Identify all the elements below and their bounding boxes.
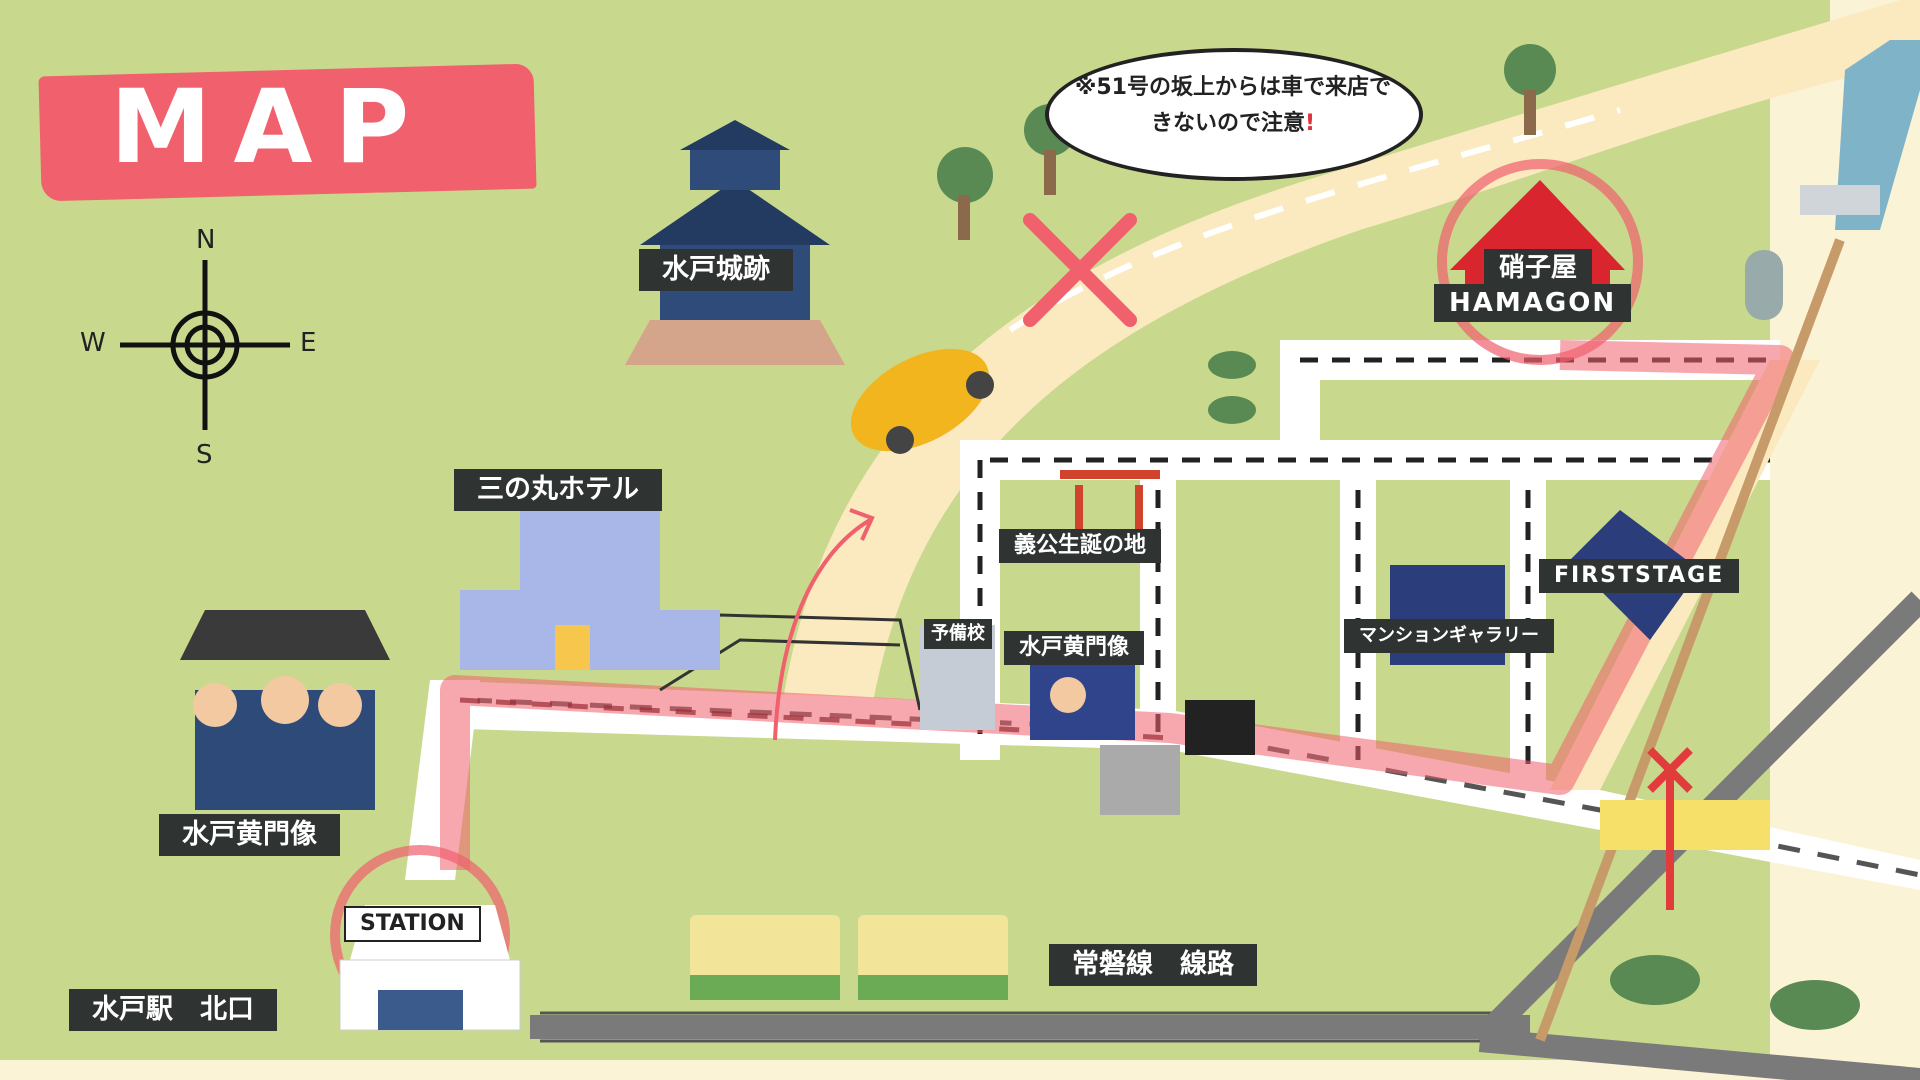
- slope-road: [780, 0, 1920, 720]
- compass-west: W: [80, 328, 106, 358]
- route-path: [440, 340, 1795, 870]
- map-title: MAP: [110, 68, 432, 187]
- label-statue-mid: 水戸黄門像: [1005, 632, 1144, 664]
- notice-message: ※51号の坂上からは車で来店できないので注意: [1074, 75, 1391, 136]
- compass-south: S: [196, 440, 213, 470]
- notice-mark: !: [1304, 111, 1316, 136]
- hotel: [460, 510, 720, 670]
- notice-bubble: [1045, 48, 1423, 181]
- label-hotel: 三の丸ホテル: [455, 470, 661, 510]
- label-firststage: FIRSTSTAGE: [1540, 560, 1739, 592]
- train: [690, 915, 1008, 1000]
- compass: [120, 260, 290, 430]
- shrine-gate: [1060, 470, 1160, 530]
- label-station-exit: 水戸駅 北口: [70, 990, 276, 1030]
- station-building: [330, 845, 521, 1031]
- left-statue: [180, 610, 390, 810]
- compass-north: N: [196, 225, 216, 255]
- label-rail-line: 常磐線 線路: [1050, 945, 1256, 985]
- river: [1835, 40, 1920, 230]
- label-shrine: 義公生誕の地: [1000, 530, 1161, 562]
- label-shop-name: 硝子屋: [1485, 250, 1592, 286]
- label-castle: 水戸城跡: [640, 250, 792, 290]
- label-station-sign: STATION: [346, 908, 479, 940]
- label-mansion-gallery: マンションギャラリー: [1345, 620, 1553, 652]
- main-road: [430, 680, 1920, 890]
- car: [850, 348, 994, 454]
- notice-text: ※51号の坂上からは車で来店できないので注意!: [1073, 70, 1393, 142]
- label-prep-school: 予備校: [925, 620, 991, 648]
- label-shop-brand: HAMAGON: [1435, 285, 1631, 321]
- label-statue-left: 水戸黄門像: [160, 815, 339, 855]
- compass-east: E: [300, 328, 317, 358]
